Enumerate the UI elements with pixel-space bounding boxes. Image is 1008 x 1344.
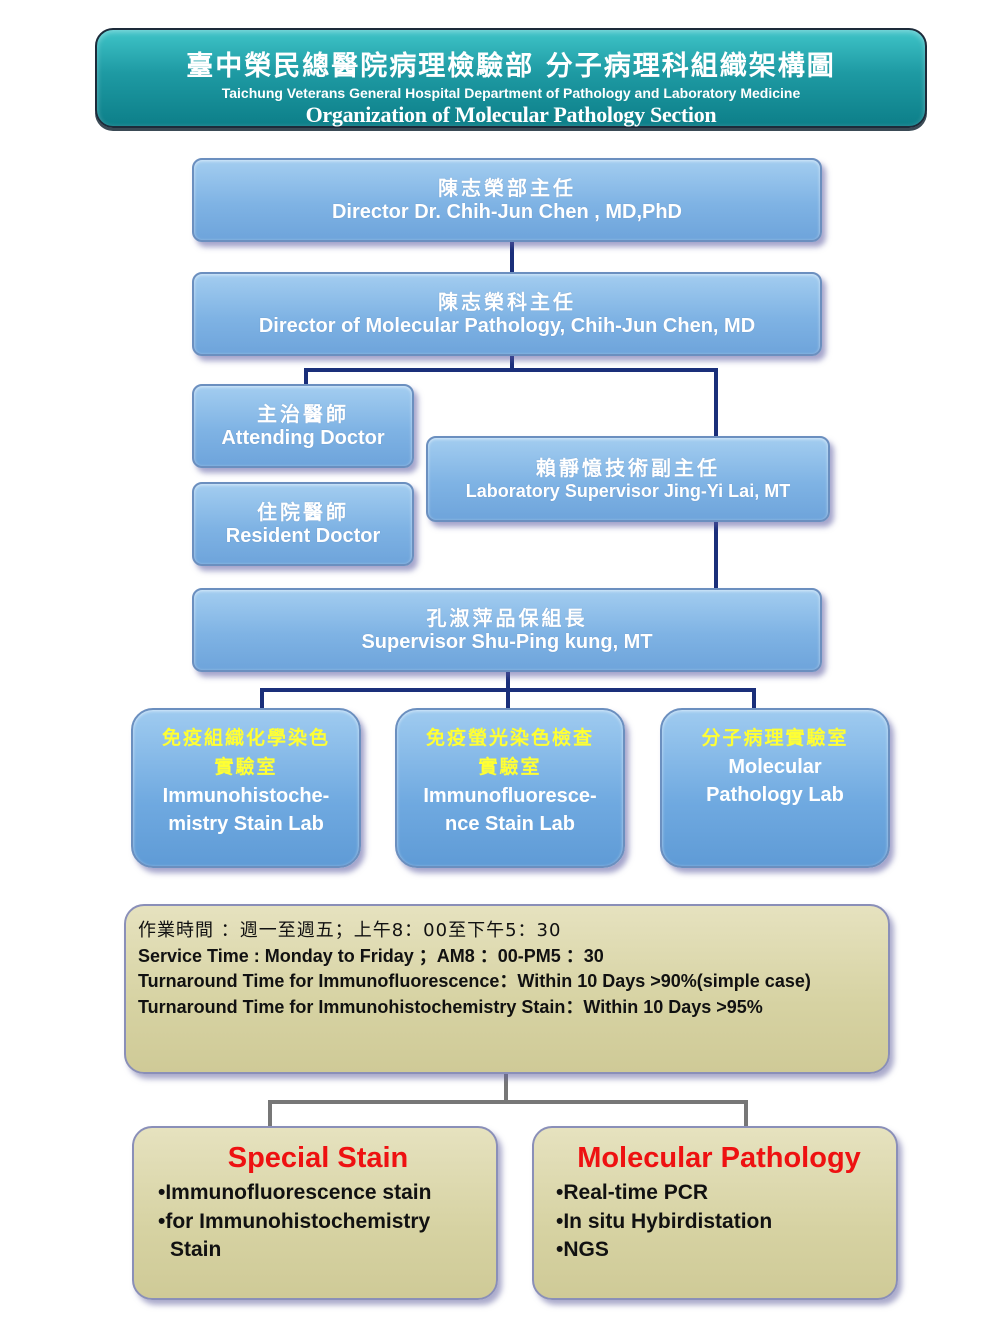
connector-to-attending — [304, 368, 308, 386]
lab-if-en-1: Immunofluoresce- — [423, 785, 597, 807]
list-item: •Immunofluorescence stain — [158, 1181, 432, 1204]
category-molecular-pathology: Molecular Pathology •Real-time PCR •In s… — [532, 1126, 898, 1300]
connector-to-lab-ihc — [260, 688, 264, 710]
connector-to-lab-supervisor — [714, 368, 718, 438]
lab-if-zh-1: 免疫螢光染色檢查 — [425, 727, 594, 749]
connector-director-to-section — [510, 240, 514, 274]
lab-ihc-zh-2: 實驗室 — [214, 756, 278, 778]
node-department-director-en: Director Dr. Chih-Jun Chen , MD,PhD — [331, 201, 683, 223]
list-item: •NGS — [556, 1238, 609, 1261]
list-item: •for Immunohistochemistry Stain — [158, 1209, 431, 1262]
connector-category-branch — [268, 1100, 748, 1104]
node-laboratory-supervisor: 賴靜憶技術副主任 Laboratory Supervisor Jing-Yi L… — [426, 436, 830, 522]
connector-service-down — [504, 1072, 508, 1104]
lab-immunofluorescence: 免疫螢光染色檢查 實驗室 Immunofluoresce- nce Stain … — [395, 708, 625, 868]
connector-to-molecular-pathology — [744, 1100, 748, 1128]
node-attending-doctor-zh: 主治醫師 — [257, 402, 349, 426]
category-special-stain-list: •Immunofluorescence stain •for Immunohis… — [154, 1179, 482, 1265]
node-department-director-zh: 陳志榮部主任 — [438, 176, 576, 200]
connector-to-special-stain — [268, 1100, 272, 1128]
node-resident-doctor-zh: 住院醫師 — [257, 500, 349, 524]
title-zh: 臺中榮民總醫院病理檢驗部 分子病理科組織架構圖 — [186, 51, 836, 82]
lab-immunohistochemistry: 免疫組織化學染色 實驗室 Immunohistoche- mistry Stai… — [131, 708, 361, 868]
service-time-box: 作業時間 ：週一至週五；上午8：00至下午5：30 Service Time :… — [124, 904, 890, 1074]
lab-ihc-en-2: mistry Stain Lab — [168, 813, 324, 835]
title-en-organization: Organization of Molecular Pathology Sect… — [305, 102, 717, 127]
node-section-director-zh: 陳志榮科主任 — [438, 290, 576, 314]
lab-molecular-pathology: 分子病理實驗室 Molecular Pathology Lab — [660, 708, 890, 868]
lab-mp-en-1: Molecular — [728, 756, 822, 778]
node-resident-doctor: 住院醫師 Resident Doctor — [192, 482, 414, 566]
list-item: •In situ Hybirdistation — [556, 1209, 773, 1233]
lab-mp-en-2: Pathology Lab — [706, 784, 844, 806]
list-item: •Real-time PCR — [556, 1181, 709, 1204]
title-banner: 臺中榮民總醫院病理檢驗部 分子病理科組織架構圖 Taichung Veteran… — [95, 28, 927, 128]
lab-mp-zh-1: 分子病理實驗室 — [701, 727, 849, 749]
category-special-stain-title: Special Stain — [227, 1142, 409, 1174]
lab-ihc-zh-1: 免疫組織化學染色 — [161, 727, 330, 749]
connector-qa-down — [506, 670, 510, 690]
connector-to-lab-mp — [752, 688, 756, 710]
category-special-stain: Special Stain •Immunofluorescence stain … — [132, 1126, 498, 1300]
node-qa-supervisor-zh: 孔淑萍品保組長 — [426, 606, 588, 630]
title-en-department: Taichung Veterans General Hospital Depar… — [221, 85, 801, 101]
service-time-en: Service Time : Monday to Friday ；AM8 ：00… — [138, 945, 604, 966]
connector-section-branch — [304, 368, 718, 372]
connector-to-lab-if — [506, 688, 510, 710]
turnaround-immunofluorescence: Turnaround Time for Immunofluorescence：W… — [138, 971, 811, 991]
node-laboratory-supervisor-zh: 賴靜憶技術副主任 — [536, 456, 720, 480]
lab-if-en-2: nce Stain Lab — [444, 813, 576, 835]
connector-lab-supervisor-to-qa — [714, 520, 718, 590]
turnaround-immunohistochemistry: Turnaround Time for Immunohistochemistry… — [138, 996, 763, 1017]
lab-if-zh-2: 實驗室 — [478, 756, 542, 778]
node-qa-supervisor: 孔淑萍品保組長 Supervisor Shu-Ping kung, MT — [192, 588, 822, 672]
category-molecular-pathology-list: •Real-time PCR •In situ Hybirdistation •… — [552, 1179, 886, 1265]
node-section-director: 陳志榮科主任 Director of Molecular Pathology, … — [192, 272, 822, 356]
category-molecular-pathology-title: Molecular Pathology — [577, 1142, 861, 1174]
node-section-director-en: Director of Molecular Pathology, Chih-Ju… — [258, 315, 756, 337]
node-laboratory-supervisor-en: Laboratory Supervisor Jing-Yi Lai, MT — [465, 481, 791, 501]
node-department-director: 陳志榮部主任 Director Dr. Chih-Jun Chen , MD,P… — [192, 158, 822, 242]
connector-section-down — [510, 354, 514, 370]
node-attending-doctor: 主治醫師 Attending Doctor — [192, 384, 414, 468]
node-resident-doctor-en: Resident Doctor — [225, 525, 381, 547]
node-attending-doctor-en: Attending Doctor — [221, 427, 385, 449]
service-time-zh: 作業時間 ：週一至週五；上午8：00至下午5：30 — [138, 920, 562, 941]
node-qa-supervisor-en: Supervisor Shu-Ping kung, MT — [361, 631, 653, 653]
lab-ihc-en-1: Immunohistoche- — [162, 785, 330, 807]
